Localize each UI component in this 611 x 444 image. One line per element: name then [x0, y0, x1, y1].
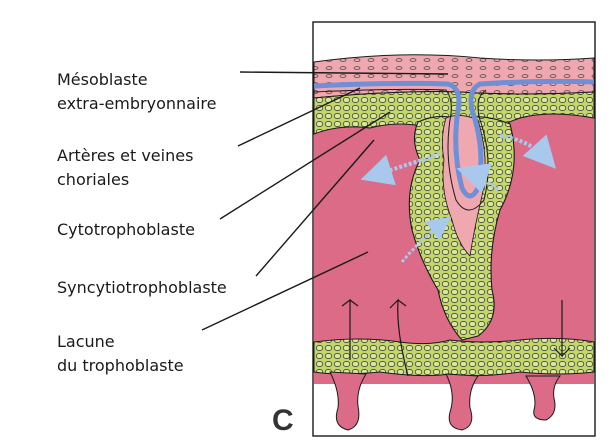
label-cytotrophoblaste: Cytotrophoblaste: [57, 220, 195, 239]
maternal-flow-arrow-center: [389, 298, 409, 377]
maternal-flow-arrow-right: [553, 300, 571, 358]
leader-line-cytotrophoblaste: [219, 111, 391, 220]
label-syncytiotrophoblaste: Syncytiotrophoblaste: [57, 278, 227, 297]
cytotrophoblast-shell: [313, 337, 595, 377]
label-arteres-line2: choriales: [57, 170, 130, 189]
leader-line-mesoblaste: [239, 71, 449, 75]
anchoring-villus-right: [525, 375, 562, 421]
anchoring-villus-center: [445, 373, 479, 431]
leader-line-arteres: [237, 87, 361, 147]
label-mesoblaste-line2: extra-embryonnaire: [57, 94, 217, 113]
label-lacune-line1: Lacune: [57, 332, 115, 351]
label-arteres-line1: Artères et veines: [57, 146, 194, 165]
circulation-arrow-3: [456, 163, 500, 194]
label-mesoblaste-line1: Mésoblaste: [57, 70, 148, 89]
panel-letter: C: [272, 404, 294, 437]
label-lacune-line2: du trophoblaste: [57, 356, 184, 375]
leader-line-syncytiotrophoblaste: [255, 139, 375, 277]
circulation-arrow-2: [360, 152, 441, 186]
chorionic-artery: [313, 78, 595, 199]
maternal-flow-arrow-left: [341, 298, 359, 360]
circulation-arrow-1: [499, 134, 557, 169]
chorionic-vein: [313, 88, 489, 211]
anchoring-villus-left: [329, 371, 367, 431]
leader-line-lacune: [201, 251, 369, 331]
